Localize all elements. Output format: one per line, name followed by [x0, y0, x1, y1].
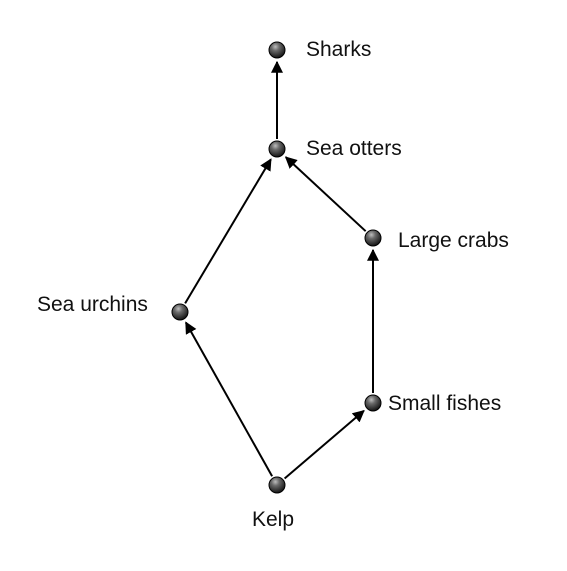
node-label-sea-urchins: Sea urchins [37, 293, 148, 316]
node-label-sharks: Sharks [306, 38, 372, 61]
edge-large-crabs-to-sea-otters [284, 156, 367, 232]
edge-kelp-to-sea-urchins [184, 321, 273, 477]
node-sea-urchins [171, 303, 189, 321]
node-label-large-crabs: Large crabs [398, 229, 509, 252]
node-kelp [268, 476, 286, 494]
node-large-crabs [364, 229, 382, 247]
node-sea-otters [268, 140, 286, 158]
edge-kelp-to-small-fishes [283, 410, 365, 480]
node-label-sea-otters: Sea otters [306, 137, 402, 160]
node-small-fishes [364, 394, 382, 412]
node-label-small-fishes: Small fishes [388, 392, 502, 415]
edge-sea-urchins-to-sea-otters [184, 158, 272, 304]
node-label-kelp: Kelp [252, 508, 295, 531]
node-sharks [268, 41, 286, 59]
